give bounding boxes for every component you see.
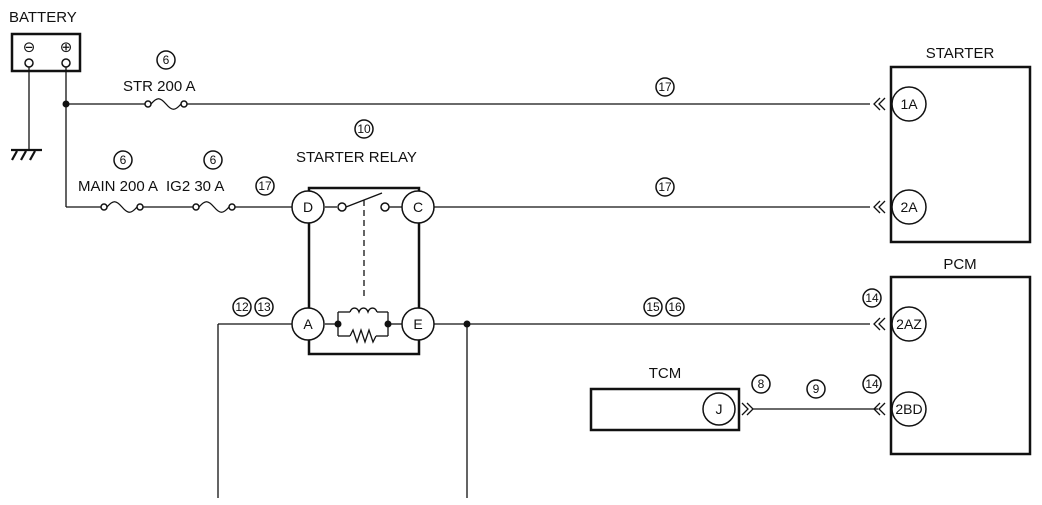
starter-label: STARTER: [926, 45, 995, 62]
ref-wire-e-1: 15: [646, 300, 660, 314]
battery-negative-terminal: [24, 58, 34, 68]
ref-relay-d-circle: [255, 176, 275, 196]
pcm-terminal-2az-label: 2AZ: [896, 316, 922, 332]
ground-icon: [11, 67, 42, 161]
ref-relay-a-2-circle: [254, 297, 274, 317]
starter-terminal-2a-label: 2A: [900, 199, 918, 215]
connector-2a-icon: [873, 200, 886, 214]
ref-str-fuse: 6: [163, 53, 170, 67]
ref-tcm-j: 8: [758, 377, 765, 391]
ref-relay-title: 10: [357, 122, 371, 136]
ref-relay-a-1-circle: [232, 297, 252, 317]
starter-terminal-2a: [891, 189, 927, 225]
tcm-terminal-j: [702, 392, 736, 426]
fuse-ig2-icon: [192, 201, 236, 213]
relay-terminal-a-label: A: [303, 316, 313, 332]
pcm-terminal-2az: [891, 306, 927, 342]
fuse-main-label: MAIN 200 A: [78, 178, 158, 195]
connector-2az-icon: [873, 317, 886, 331]
ref-wire-1a-circle: [655, 77, 675, 97]
fuse-main-icon: [100, 201, 144, 213]
ref-relay-d: 17: [258, 179, 272, 193]
ref-wire-2a-circle: [655, 177, 675, 197]
relay-coil-icon: [325, 307, 402, 345]
connector-j-icon: [741, 402, 754, 416]
ref-wire-e-2-circle: [665, 297, 685, 317]
ref-wire-1a: 17: [658, 80, 672, 94]
battery-negative-symbol: ⊖: [23, 38, 36, 56]
ref-wire-2a: 17: [658, 180, 672, 194]
ref-pcm-2az-circle: [862, 288, 882, 308]
ref-str-fuse-circle: [156, 50, 176, 70]
relay-switch-icon: [325, 192, 402, 300]
connector-1a-icon: [873, 97, 886, 111]
ref-wire-e-2: 16: [668, 300, 682, 314]
ref-relay-a-1: 12: [235, 300, 249, 314]
ref-pcm-2bd-circle: [862, 374, 882, 394]
ref-wire-tcm-circle: [806, 379, 826, 399]
battery-label: BATTERY: [9, 9, 77, 26]
battery-positive-symbol: ⊕: [60, 38, 73, 56]
fuse-str-label: STR 200 A: [123, 78, 196, 95]
ref-wire-tcm: 9: [813, 382, 820, 396]
starter-terminal-1a: [891, 86, 927, 122]
ref-main-fuse: 6: [120, 153, 127, 167]
battery-box: [10, 32, 82, 73]
ref-ig2-fuse: 6: [210, 153, 217, 167]
starter-relay-label: STARTER RELAY: [296, 149, 417, 166]
ref-pcm-2az: 14: [865, 291, 879, 305]
pcm-box: [889, 275, 1032, 456]
ref-relay-a-2: 13: [257, 300, 271, 314]
pcm-terminal-2bd-label: 2BD: [895, 401, 922, 417]
fuse-str-icon: [144, 98, 188, 110]
pcm-terminal-2bd: [891, 391, 927, 427]
starter-terminal-1a-label: 1A: [900, 96, 918, 112]
ref-pcm-2bd: 14: [865, 377, 879, 391]
relay-terminal-e-label: E: [413, 316, 422, 332]
tcm-label: TCM: [649, 365, 682, 382]
relay-terminal-c-label: C: [413, 199, 423, 215]
relay-terminal-d-label: D: [303, 199, 313, 215]
fuse-ig2-label: IG2 30 A: [166, 178, 224, 195]
ref-tcm-j-circle: [751, 374, 771, 394]
ref-ig2-fuse-circle: [203, 150, 223, 170]
ref-main-fuse-circle: [113, 150, 133, 170]
battery-positive-terminal: [61, 58, 71, 68]
pcm-label: PCM: [943, 256, 976, 273]
tcm-terminal-j-label: J: [716, 401, 723, 417]
ref-relay-title-circle: [354, 119, 374, 139]
ref-wire-e-1-circle: [643, 297, 663, 317]
relay-terminal-d: [291, 190, 325, 224]
